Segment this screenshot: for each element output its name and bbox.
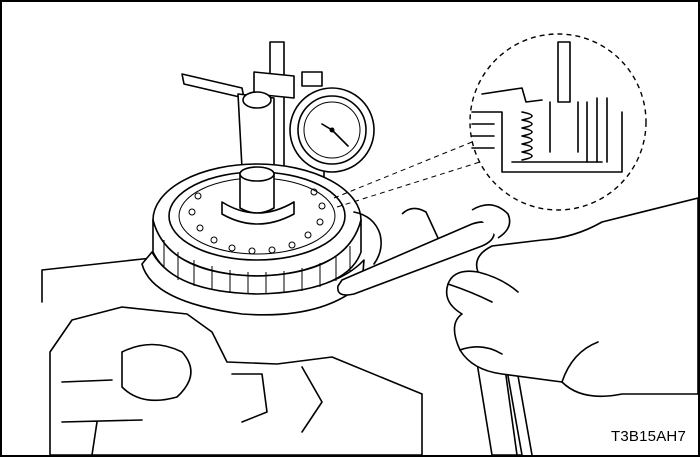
air-nozzle-tool	[337, 204, 533, 455]
pointer-hook	[353, 211, 382, 265]
vise-base	[41, 257, 423, 455]
figure-code: T3B15AH7	[611, 428, 686, 445]
inset-leader-lines	[333, 141, 481, 208]
dial-gauge	[289, 71, 375, 203]
clutch-pack-assembly	[141, 163, 365, 316]
hand	[445, 197, 698, 398]
dial-indicator-stand	[181, 41, 295, 173]
detail-inset	[469, 33, 647, 211]
